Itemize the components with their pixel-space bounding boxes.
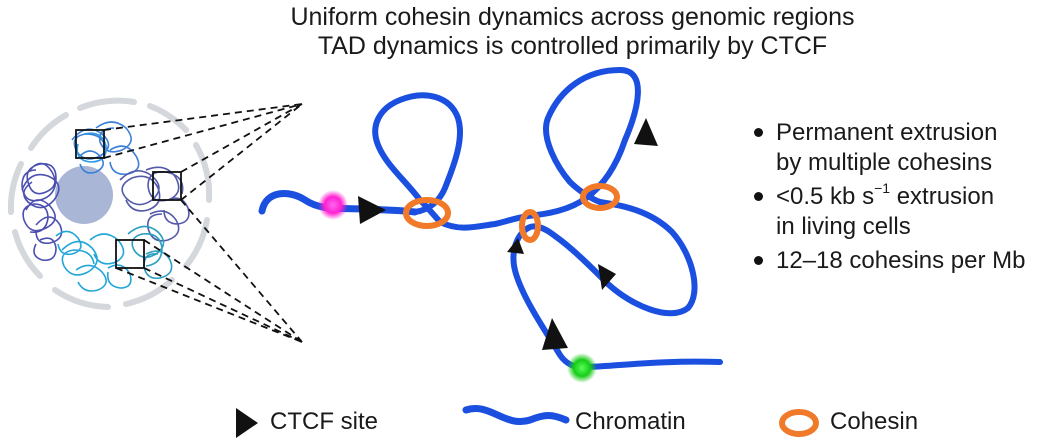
zoom-box-1: [75, 129, 105, 159]
cohesin-ring-1: [403, 197, 451, 229]
zoom-lines: [103, 103, 303, 343]
cohesin-ring-2: [519, 209, 541, 243]
title-line-2: TAD dynamics is controlled primarily by …: [317, 32, 828, 60]
cohesin-rings: [403, 183, 620, 243]
cohesin-ring-3: [580, 183, 620, 211]
title-line-1: Uniform cohesin dynamics across genomic …: [290, 3, 855, 31]
finding-rate-line-2: in living cells: [776, 213, 911, 240]
cohesin-ring-icon: [779, 409, 819, 437]
finding-extrusion: Permanent extrusion by multiple cohesins: [752, 118, 1052, 178]
zoom-boxes: [75, 129, 182, 269]
chromosome-territory-left: [21, 162, 63, 262]
key-findings-list: Permanent extrusion by multiple cohesins…: [752, 118, 1052, 276]
zoom-box-3: [115, 239, 145, 269]
chromatin-fiber: [258, 67, 723, 371]
chromatin-wave-icon: [462, 405, 570, 425]
ctcf-triangle-icon: [236, 408, 258, 438]
zoom-box-2: [152, 171, 182, 201]
nuclear-envelope: [7, 97, 213, 310]
finding-rate: <0.5 kb s−1 extrusion in living cells: [752, 180, 1052, 242]
finding-density: 12–18 cohesins per Mb: [752, 246, 1052, 276]
nucleus: [7, 97, 303, 343]
magenta-marker: [318, 190, 348, 220]
nucleolus: [55, 166, 113, 224]
finding-rate-exponent: −1: [874, 180, 891, 196]
finding-rate-line-1: <0.5 kb s−1 extrusion: [776, 180, 1052, 212]
finding-extrusion-line-1: Permanent extrusion: [776, 119, 998, 146]
legend-ctcf-label: CTCF site: [270, 408, 378, 435]
finding-rate-value: <0.5 kb s: [776, 183, 875, 210]
ctcf-site-1: [358, 196, 386, 224]
legend-chromatin-label: Chromatin: [575, 408, 686, 435]
ctcf-sites: [358, 118, 658, 350]
ctcf-site-3: [598, 264, 616, 290]
ctcf-site-5: [542, 318, 568, 350]
green-marker: [567, 353, 597, 383]
legend-cohesin-label: Cohesin: [830, 408, 919, 435]
finding-rate-suffix: extrusion: [890, 183, 995, 210]
chromosome-territory-right: [119, 166, 190, 242]
finding-extrusion-line-2: by multiple cohesins: [776, 149, 993, 176]
legend-icons: [236, 405, 819, 438]
ctcf-site-4: [507, 238, 524, 254]
ctcf-site-2: [634, 118, 658, 146]
chromosome-territory-bottom: [55, 230, 132, 292]
finding-density-line-1: 12–18 cohesins per Mb: [776, 247, 1026, 274]
